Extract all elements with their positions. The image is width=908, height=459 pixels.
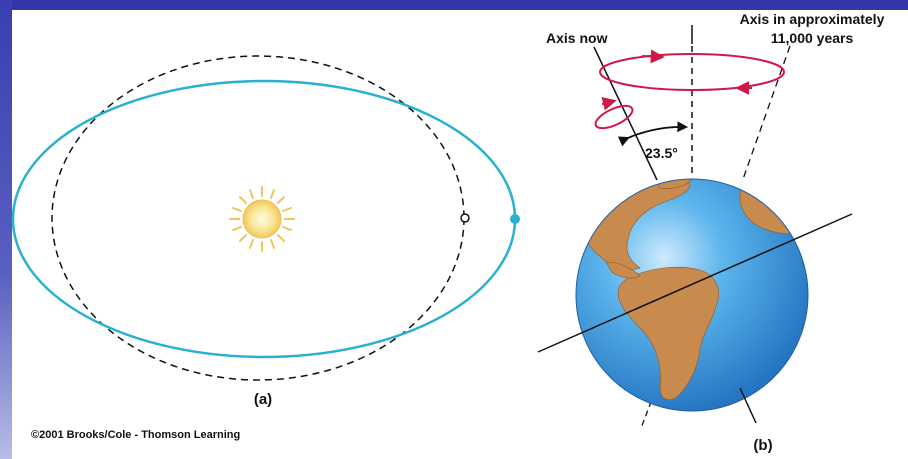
earth-globe (575, 178, 809, 412)
precession-cone-right (741, 45, 791, 183)
south-america-landmass (617, 266, 719, 400)
orbit-diagram: (a) (11, 55, 520, 408)
current-axis-lower (739, 387, 757, 424)
current-axis-upper (593, 46, 658, 181)
rotation-circle (594, 96, 634, 130)
precession-diagram: 23.5° Axis now Axis in approximately 11,… (537, 11, 885, 454)
axis-now-label: Axis now (546, 30, 608, 46)
panel-b-label: (b) (753, 437, 772, 454)
precession-circle (599, 49, 785, 95)
precession-cone-lower-left (640, 391, 656, 429)
panel-a-label: (a) (254, 391, 272, 408)
copyright-notice: ©2001 Brooks/Cole - Thomson Learning (31, 429, 240, 441)
sun-icon (229, 186, 295, 252)
axis-future-label-line2: 11,000 years (771, 30, 854, 46)
tilt-angle-arc (617, 121, 689, 147)
axis-future-label-line1: Axis in approximately (740, 11, 885, 27)
slide-left-strip (0, 0, 12, 459)
greenland-landmass (651, 179, 695, 189)
central-america-landmass (605, 261, 641, 279)
earth-position-eccentric-orbit (510, 214, 520, 224)
earth-position-circular-orbit (460, 213, 470, 223)
tilt-angle-label: 23.5° (645, 145, 678, 161)
equator-line (537, 213, 853, 353)
